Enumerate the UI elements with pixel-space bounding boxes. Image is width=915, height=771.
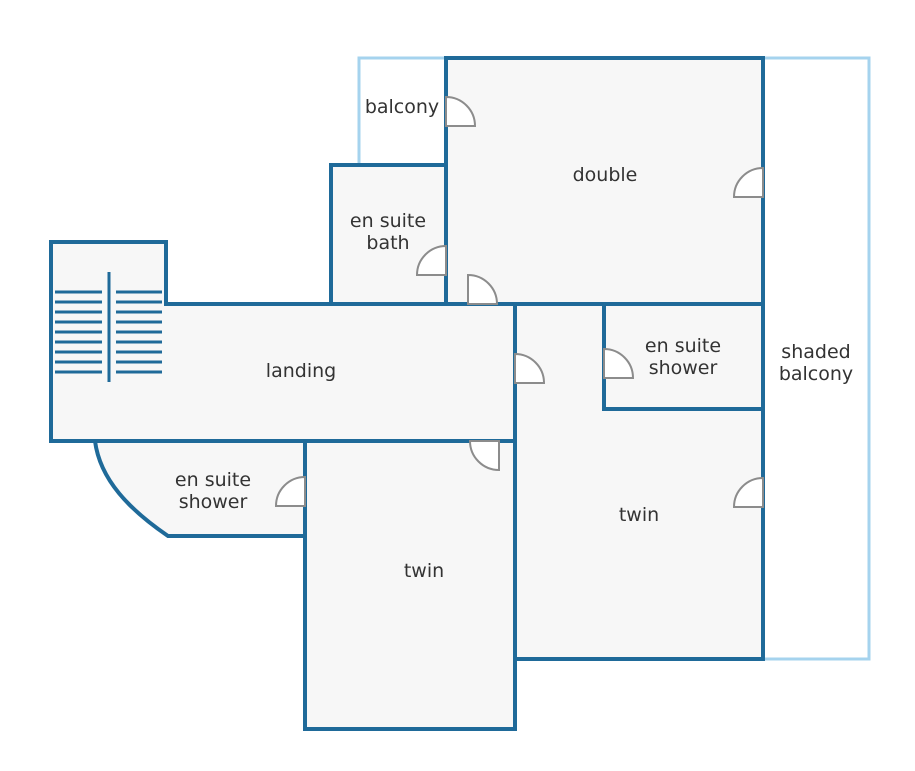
door-double-to-balcony: [445, 95, 477, 127]
twin-right-label: twin: [618, 504, 660, 526]
door-twin-right-to-shaded-balcony: [732, 476, 764, 508]
en-suite-shower-left-room: [92, 439, 307, 538]
door-landing-to-twin-right: [514, 352, 546, 384]
door-landing-to-twin-bottom: [468, 440, 500, 472]
double-label: double: [572, 164, 638, 186]
staircase: [55, 272, 162, 382]
en-suite-shower-right-room: [602, 302, 765, 411]
door-double-to-en-suite-bath: [415, 244, 447, 276]
en-suite-bath-room: [329, 163, 448, 306]
landing-label: landing: [265, 360, 337, 382]
shaded-balcony-area: [761, 56, 871, 661]
twin-bottom-room: [303, 439, 517, 731]
door-landing-to-double: [467, 273, 499, 305]
twin-bottom-label: twin: [403, 560, 445, 582]
balcony-label: balcony: [364, 96, 440, 118]
door-double-to-shaded-balcony: [732, 166, 764, 198]
double-room: [444, 56, 765, 306]
door-twin-right-to-en-suite-shower: [603, 347, 635, 379]
balcony-area: [357, 56, 448, 167]
door-twin-bottom-to-en-suite-shower: [274, 475, 306, 507]
